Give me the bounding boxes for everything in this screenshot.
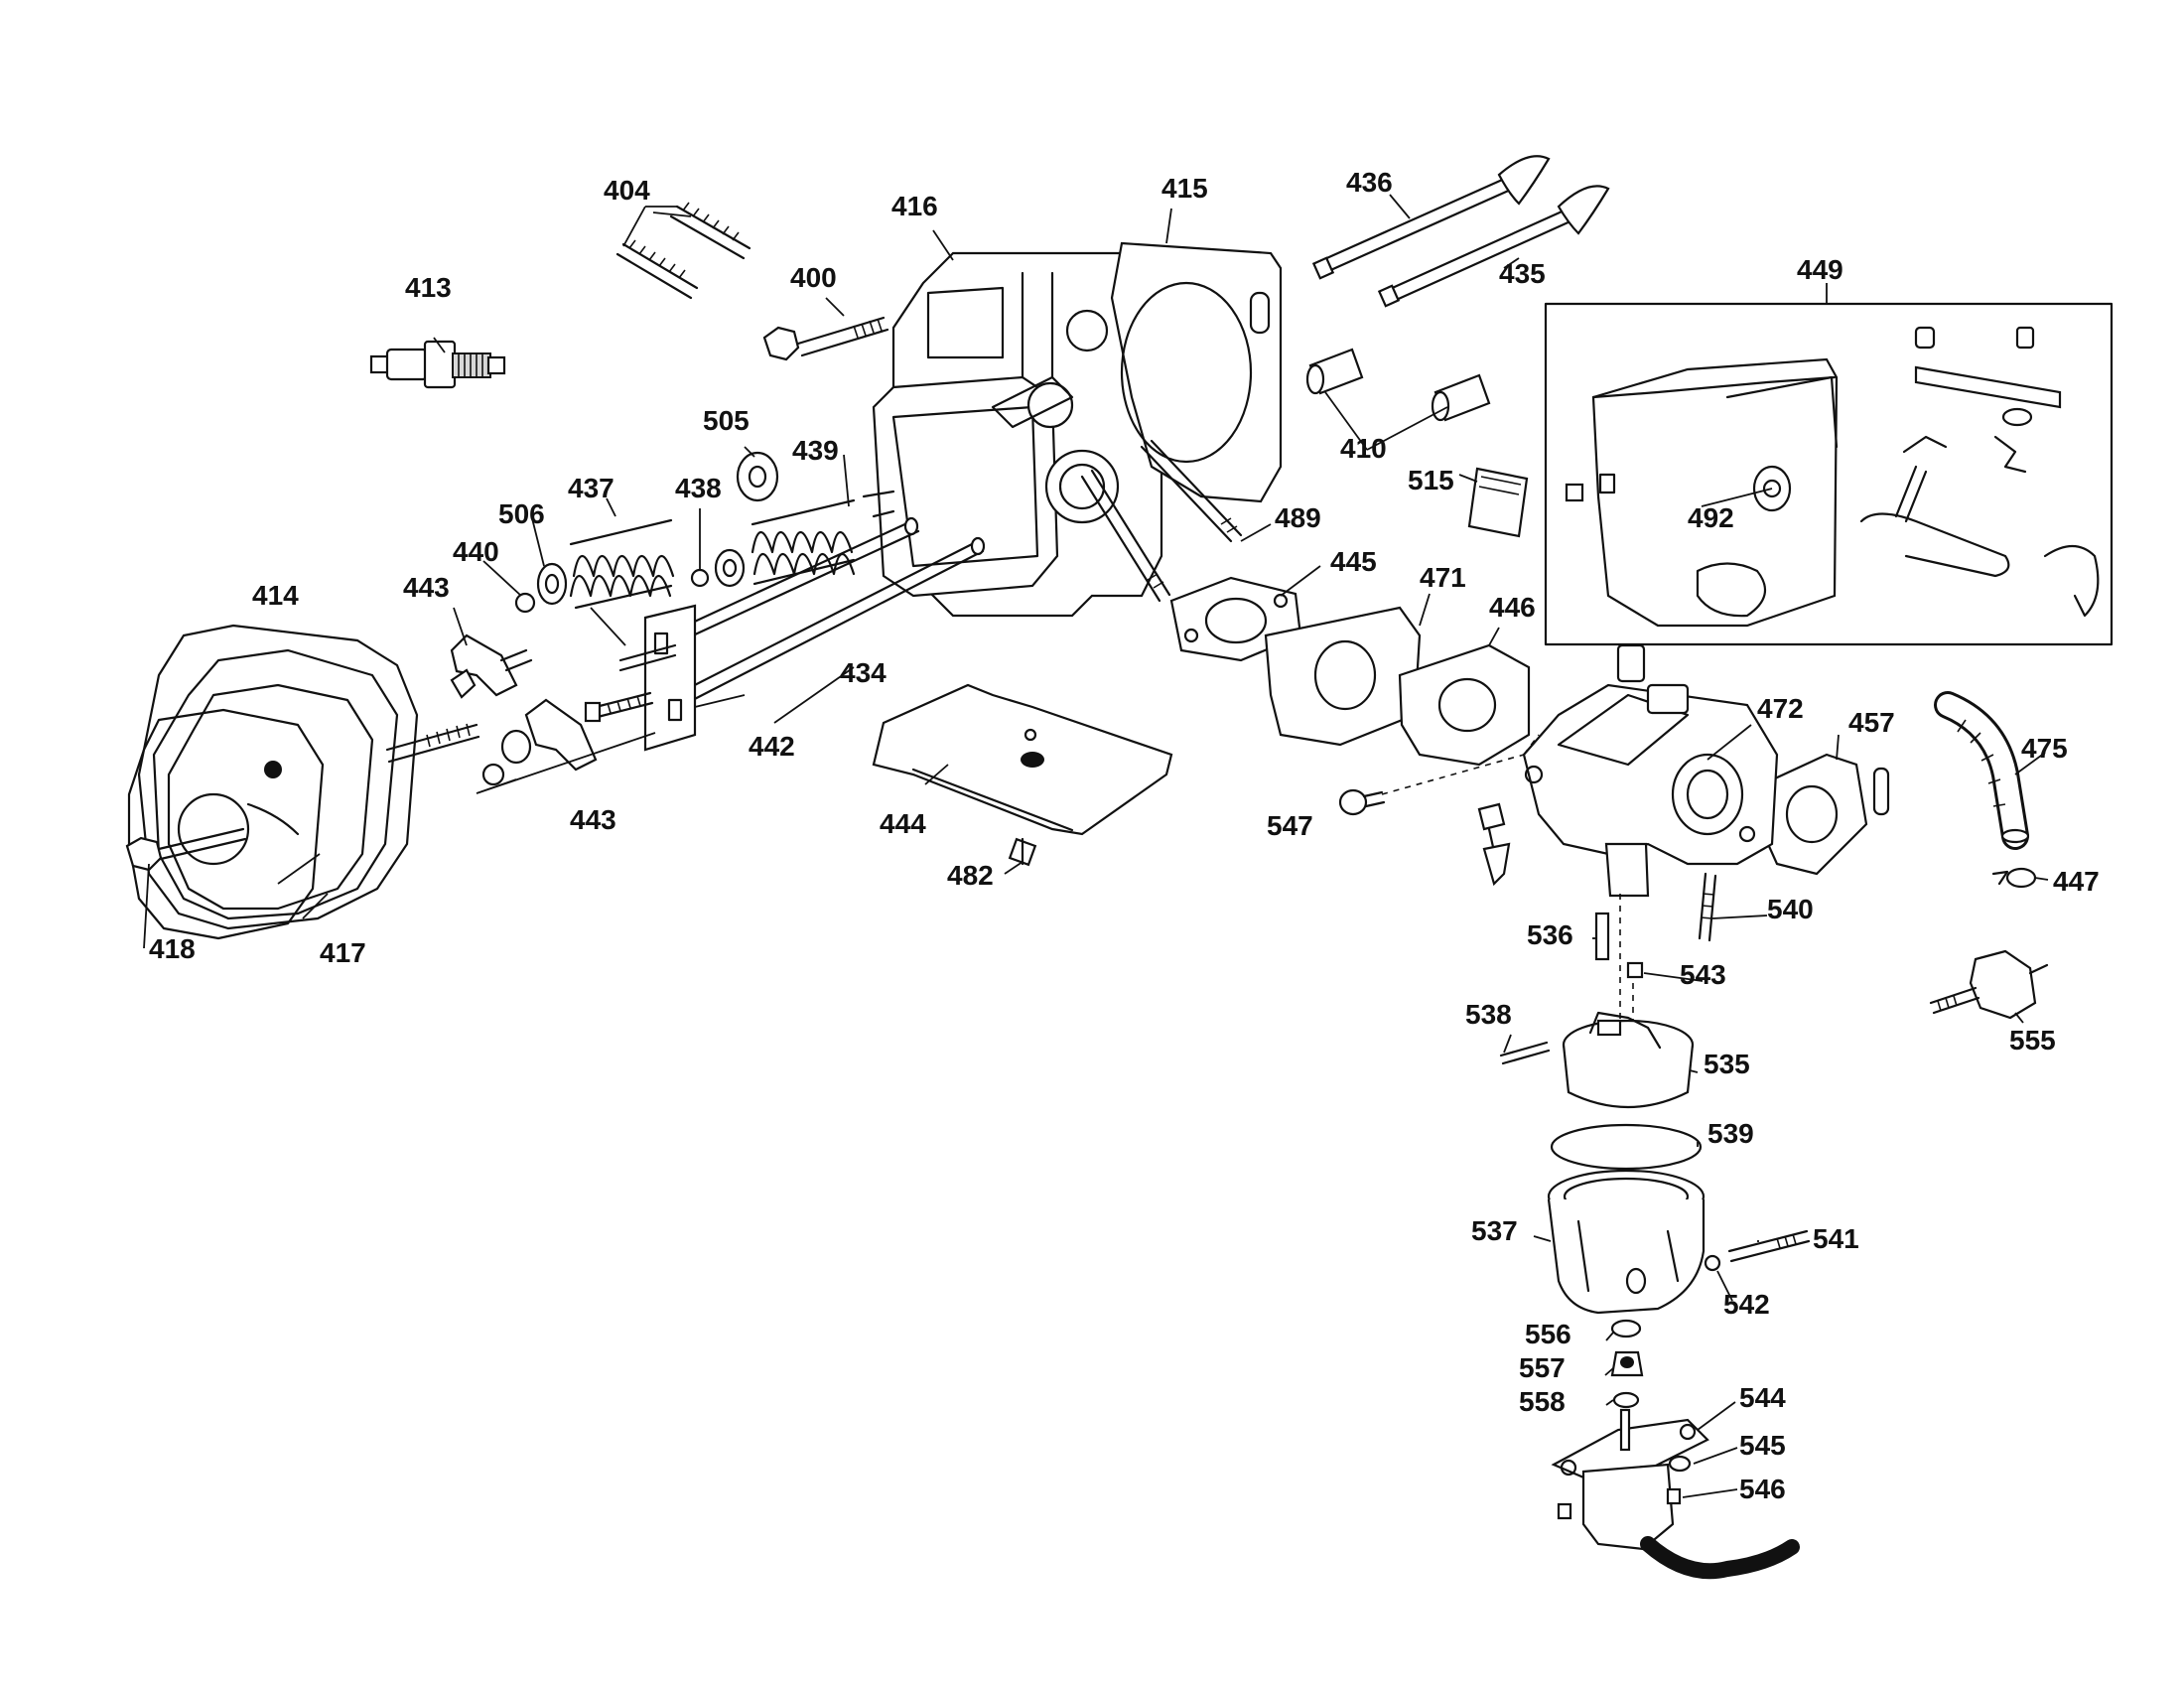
part-label-506: 506 — [498, 498, 545, 529]
baffle-444 — [872, 683, 1173, 867]
part-label-443-bottom: 443 — [570, 804, 616, 835]
valves-435-436 — [1311, 155, 1610, 308]
retainers-505-506 — [536, 451, 779, 606]
part-label-556: 556 — [1525, 1319, 1571, 1349]
part-label-415: 415 — [1161, 173, 1208, 204]
part-label-418: 418 — [149, 933, 196, 964]
part-label-443-top: 443 — [403, 572, 450, 603]
part-label-413: 413 — [405, 272, 452, 303]
part-label-555: 555 — [2009, 1025, 2056, 1056]
part-label-435: 435 — [1499, 258, 1546, 289]
part-label-539: 539 — [1707, 1118, 1754, 1149]
part-label-400: 400 — [790, 262, 837, 293]
fuel-solenoid-544 — [1551, 1408, 1800, 1580]
part-label-475: 475 — [2021, 733, 2068, 764]
fuel-filter-555 — [1929, 949, 2049, 1020]
part-label-440: 440 — [453, 536, 499, 567]
valve-springs-437-439 — [569, 498, 856, 610]
part-label-492: 492 — [1688, 502, 1734, 533]
bowl-fittings — [1610, 1229, 1811, 1409]
part-label-542: 542 — [1723, 1289, 1770, 1320]
part-label-444: 444 — [880, 808, 926, 839]
part-label-404: 404 — [604, 175, 650, 206]
part-label-538: 538 — [1465, 999, 1512, 1030]
part-label-537: 537 — [1471, 1215, 1518, 1246]
part-label-544: 544 — [1739, 1382, 1786, 1413]
part-label-457: 457 — [1848, 707, 1895, 738]
part-label-414: 414 — [252, 580, 299, 611]
part-label-438: 438 — [675, 473, 722, 503]
part-label-434: 434 — [840, 657, 887, 688]
bolt-400 — [762, 316, 889, 361]
part-label-410: 410 — [1340, 433, 1387, 464]
part-label-515: 515 — [1408, 465, 1454, 495]
part-label-416: 416 — [891, 191, 938, 221]
governor-assembly-449 — [1544, 302, 2114, 646]
part-label-541: 541 — [1813, 1223, 1859, 1254]
head-gasket-415 — [1110, 241, 1283, 503]
rocker-cover-414-417 — [125, 624, 480, 940]
clip-447 — [1991, 867, 2037, 889]
part-label-482: 482 — [947, 860, 994, 891]
part-label-540: 540 — [1767, 894, 1814, 924]
spark-plug-413 — [369, 340, 506, 389]
part-label-445: 445 — [1330, 546, 1377, 577]
float-bowl-537 — [1547, 1169, 1706, 1315]
valve-guides-410 — [1305, 348, 1491, 422]
float-535 — [1562, 1011, 1695, 1109]
fuel-hose-475 — [1934, 691, 2030, 850]
part-label-471: 471 — [1420, 562, 1466, 593]
part-label-472: 472 — [1757, 693, 1804, 724]
part-label-536: 536 — [1527, 919, 1573, 950]
screw-547 — [1338, 788, 1386, 816]
rocker-arms-443 — [450, 633, 654, 786]
part-label-439: 439 — [792, 435, 839, 466]
leader-lines — [143, 194, 2049, 1498]
studs-404 — [615, 202, 751, 300]
decal-515 — [1467, 467, 1529, 538]
part-label-436: 436 — [1346, 167, 1393, 198]
guide-plate-442 — [618, 604, 697, 752]
part-label-446: 446 — [1489, 592, 1536, 623]
cylinder-head-416 — [862, 251, 1163, 618]
part-label-545: 545 — [1739, 1430, 1786, 1461]
carburetor-472 — [1477, 643, 1779, 898]
part-label-535: 535 — [1704, 1049, 1750, 1079]
part-label-442: 442 — [749, 731, 795, 762]
bowl-gasket-539 — [1550, 1123, 1703, 1171]
part-label-489: 489 — [1275, 502, 1321, 533]
part-label-437: 437 — [568, 473, 614, 503]
intake-gaskets — [1169, 576, 1890, 876]
part-label-449: 449 — [1797, 254, 1843, 285]
part-label-547: 547 — [1267, 810, 1313, 841]
studs-489 — [1080, 439, 1243, 603]
part-label-417: 417 — [320, 937, 366, 968]
push-rods-434 — [658, 516, 986, 707]
part-label-557: 557 — [1519, 1352, 1566, 1383]
part-label-546: 546 — [1739, 1474, 1786, 1504]
part-label-505: 505 — [703, 405, 750, 436]
part-label-543: 543 — [1680, 959, 1726, 990]
part-label-558: 558 — [1519, 1386, 1566, 1417]
part-label-447: 447 — [2053, 866, 2100, 897]
